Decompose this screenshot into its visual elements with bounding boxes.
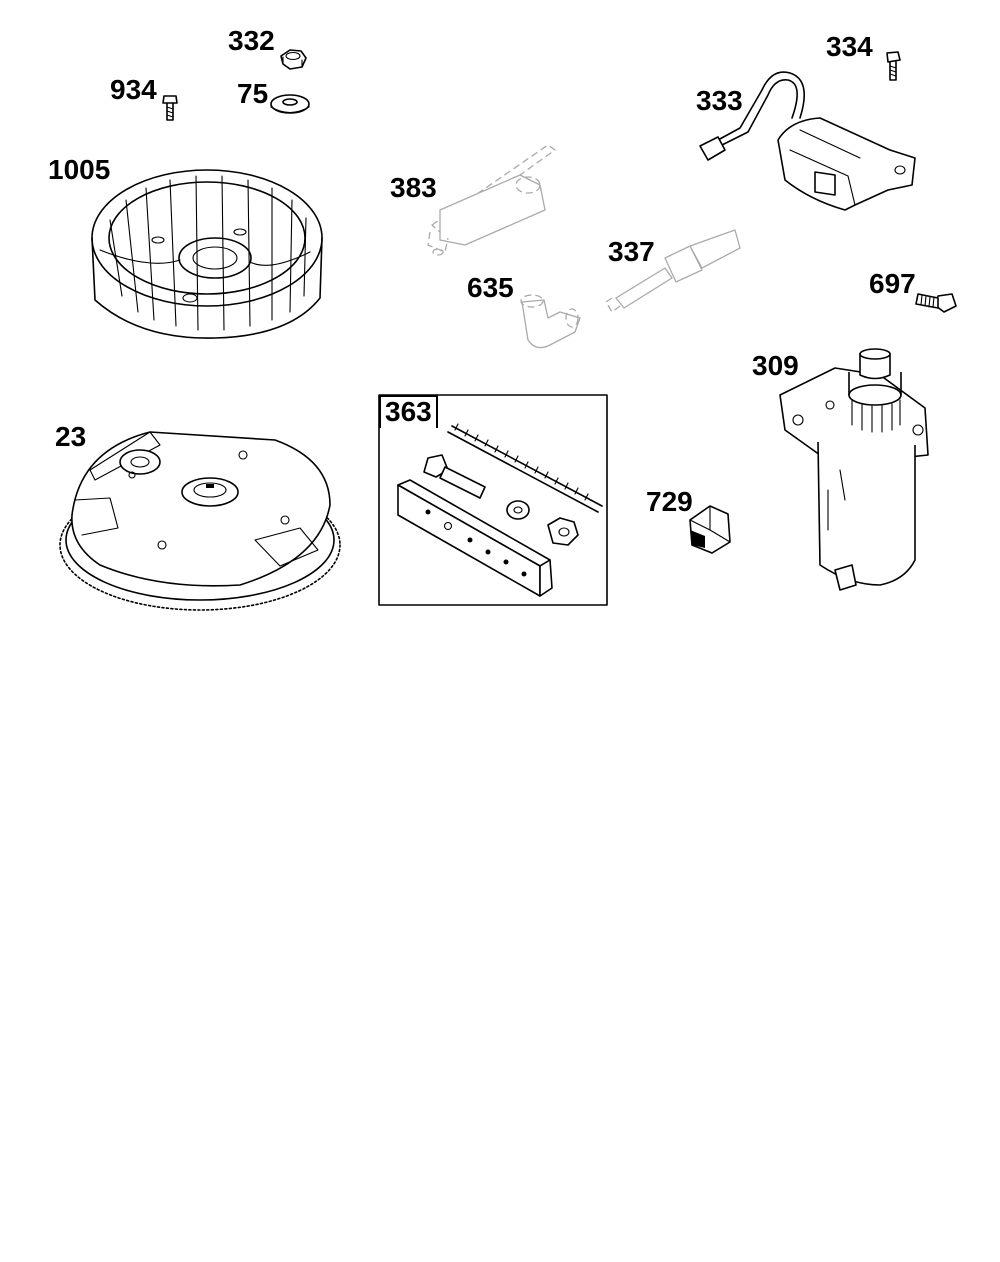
part-332-nut[interactable] (280, 49, 307, 70)
callout-75[interactable]: 75 (237, 78, 269, 109)
callout-363[interactable]: 363 (379, 395, 438, 428)
part-729-clip[interactable] (689, 505, 731, 554)
part-635-boot[interactable] (520, 294, 581, 349)
part-23-flywheel[interactable] (59, 431, 341, 611)
part-337-spark-plug[interactable] (605, 229, 741, 313)
part-934-screw[interactable] (162, 95, 178, 121)
callout-383[interactable]: 383 (390, 172, 437, 203)
part-383-armature[interactable] (427, 144, 556, 256)
callout-332[interactable]: 332 (228, 25, 275, 56)
callout-729[interactable]: 729 (646, 486, 693, 517)
callout-1005[interactable]: 1005 (48, 154, 111, 185)
part-309-starter-motor[interactable] (779, 348, 929, 591)
part-334-screw[interactable] (886, 51, 901, 81)
part-333-ignition-coil[interactable] (699, 71, 916, 211)
callout-337[interactable]: 337 (608, 236, 655, 267)
part-1005-fan[interactable] (91, 169, 323, 339)
part-75-washer[interactable] (270, 94, 310, 114)
callout-934[interactable]: 934 (110, 74, 157, 105)
part-363-kit[interactable] (378, 394, 608, 606)
part-697-bolt[interactable] (915, 293, 957, 313)
callout-697[interactable]: 697 (869, 268, 916, 299)
callout-334[interactable]: 334 (826, 31, 873, 62)
callout-333[interactable]: 333 (696, 85, 743, 116)
callout-635[interactable]: 635 (467, 272, 514, 303)
callout-309[interactable]: 309 (752, 350, 799, 381)
callout-23[interactable]: 23 (55, 421, 87, 452)
